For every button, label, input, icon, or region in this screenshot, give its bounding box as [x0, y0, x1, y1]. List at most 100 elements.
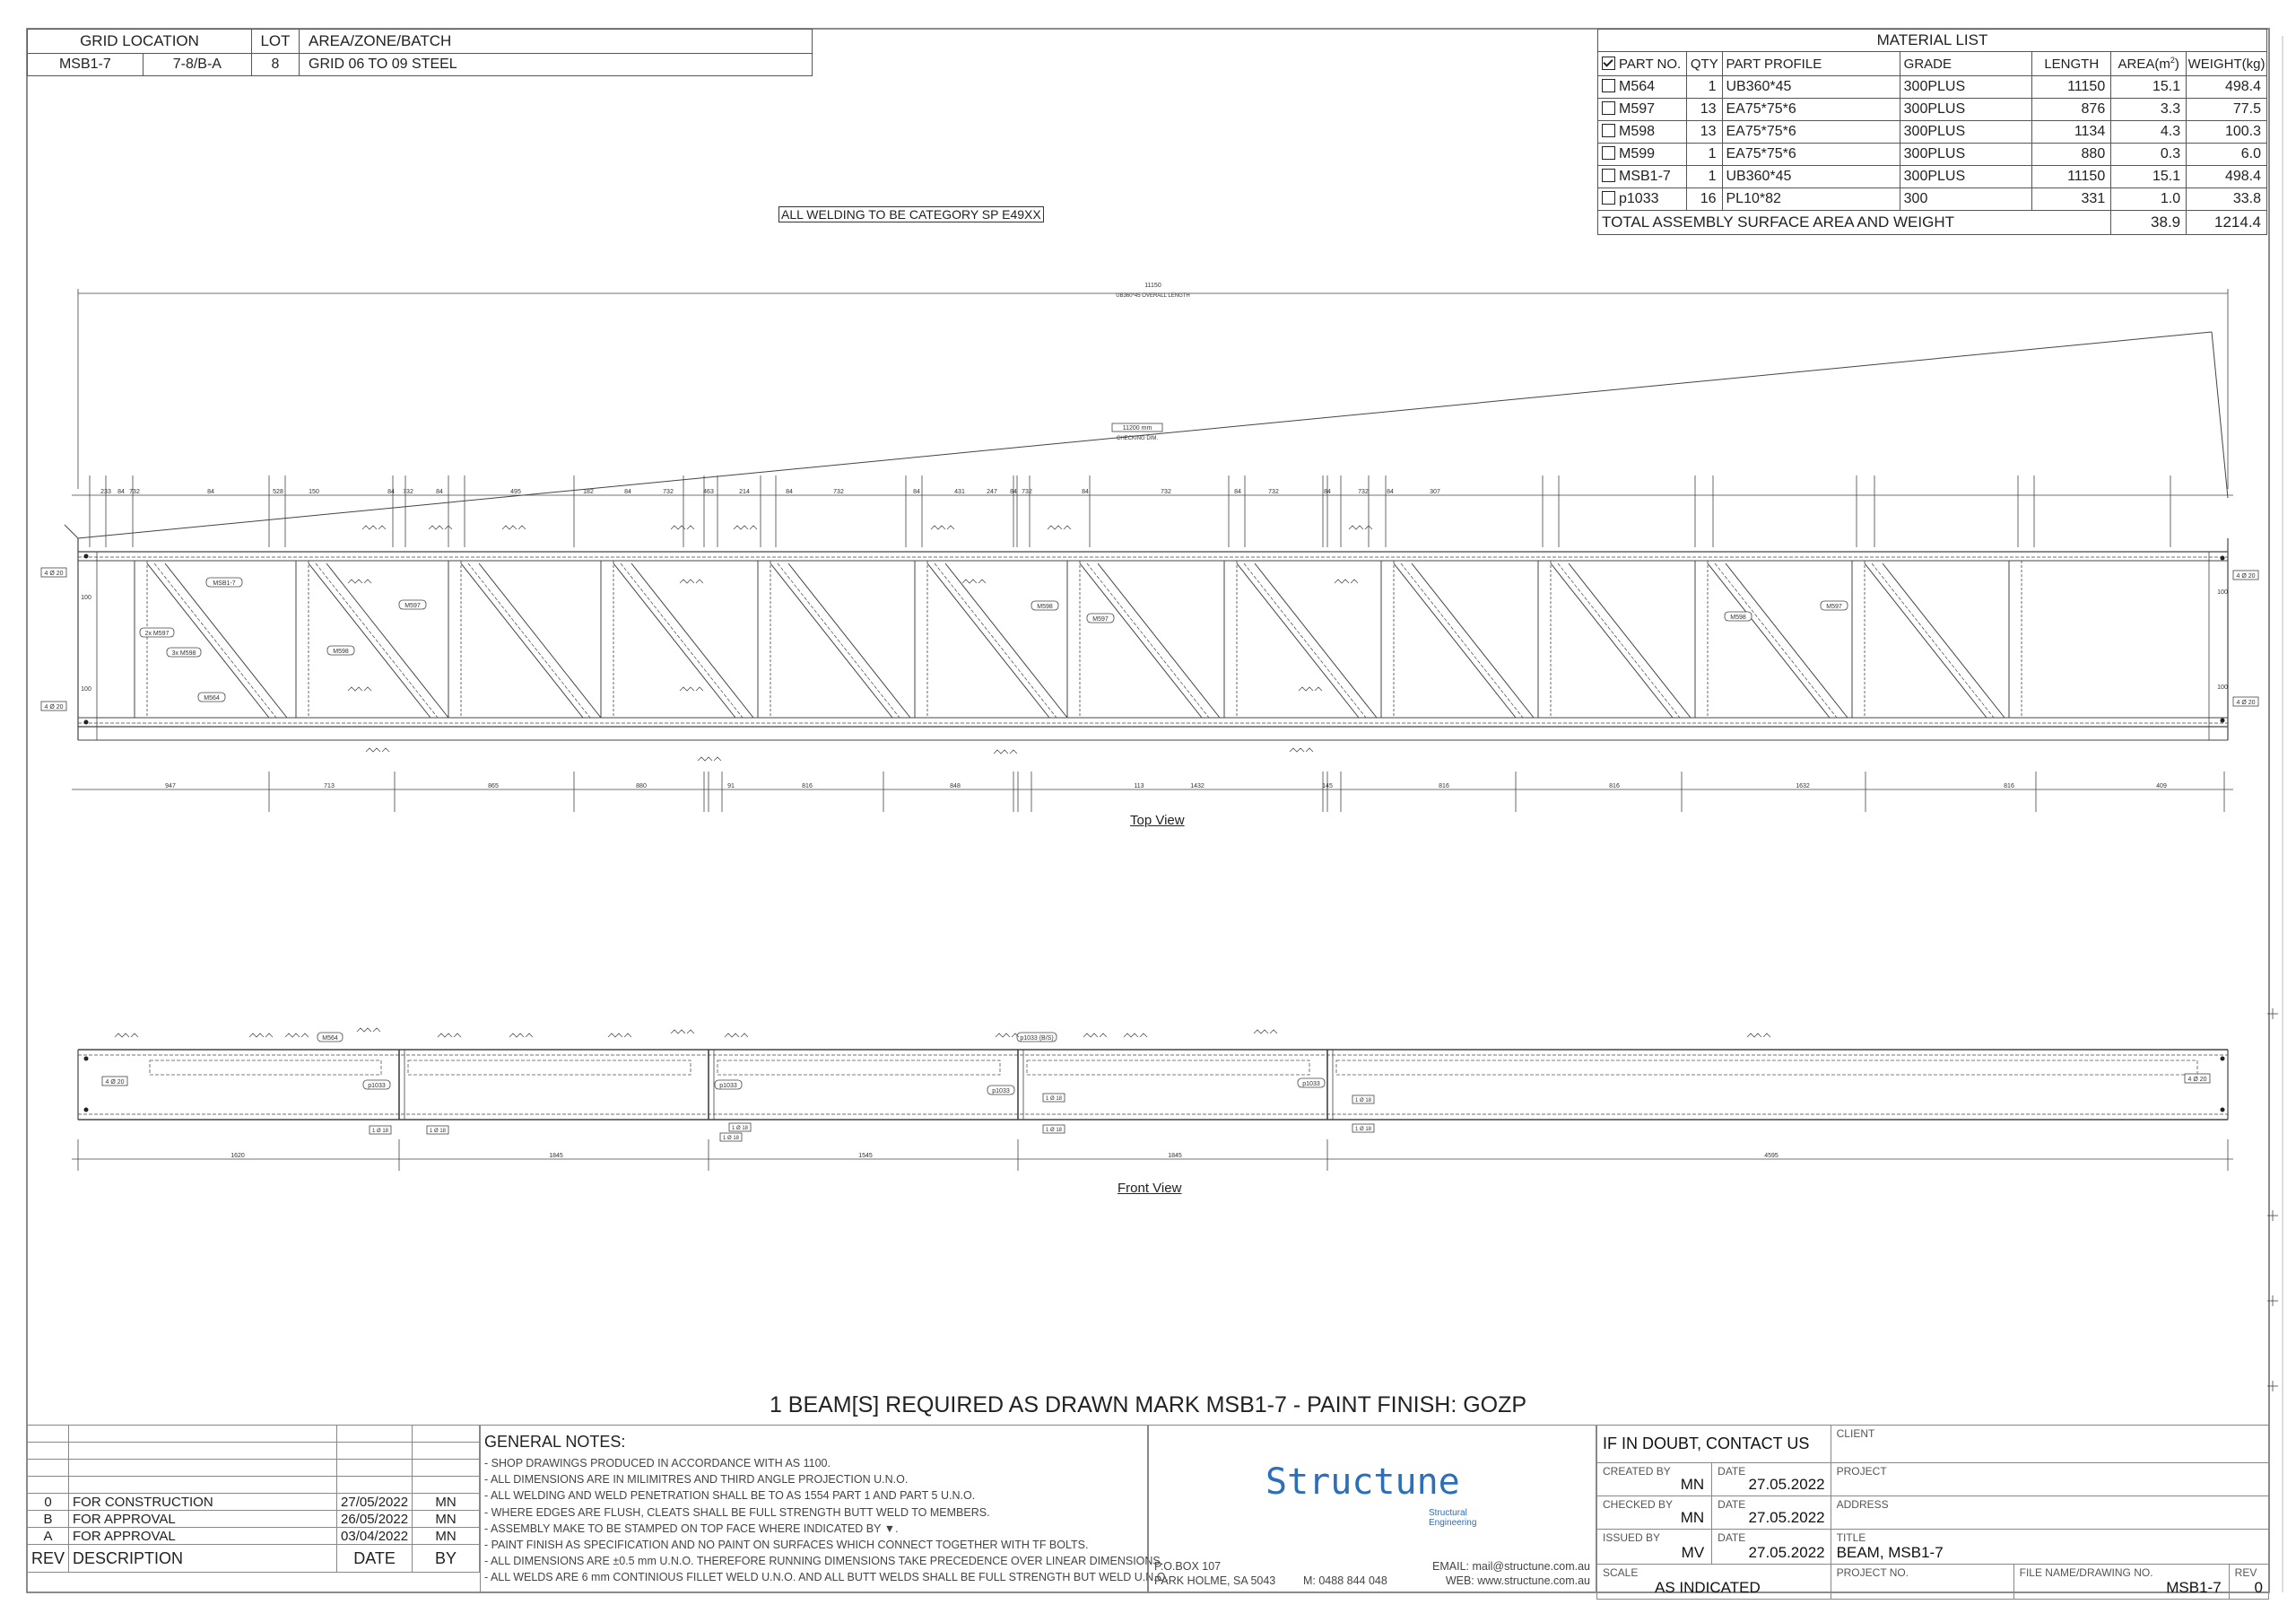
- weld-symbol: [509, 1033, 534, 1038]
- total-area: 38.9: [2110, 210, 2187, 235]
- front-bracing-hidden: [1026, 1060, 1310, 1076]
- front-view-label: Front View: [1118, 1181, 1182, 1196]
- material-list-title: MATERIAL LIST: [1597, 29, 2267, 52]
- weld-symbol: [724, 1033, 749, 1038]
- top-dimension: 84: [117, 489, 125, 495]
- end-hole-marker: [83, 1107, 89, 1112]
- col-grade: GRADE: [1899, 51, 2033, 76]
- select-all-checkbox[interactable]: [1602, 56, 1615, 70]
- bracing-diagonal: [787, 562, 911, 719]
- top-dimension: 84: [786, 489, 793, 495]
- top-dimension: 307: [1430, 489, 1440, 495]
- bracing-diagonal: [326, 562, 449, 719]
- note-line: - WHERE EDGES ARE FLUSH, CLEATS SHALL BE…: [484, 1505, 990, 1519]
- revision-date: 03/04/2022: [336, 1527, 413, 1545]
- row-checkbox[interactable]: [1602, 124, 1615, 137]
- note-line: - SHOP DRAWINGS PRODUCED IN ACCORDANCE W…: [484, 1457, 831, 1469]
- top-dimension: 84: [207, 489, 214, 495]
- material-cell-weight: 498.4: [2186, 165, 2267, 188]
- bracing-diagonal: [478, 562, 602, 719]
- material-cell-grade: 300PLUS: [1899, 98, 2033, 121]
- top-dimension: 84: [1234, 489, 1241, 495]
- material-cell-length: 880: [2031, 143, 2112, 166]
- part-tag-m598: M598: [1730, 615, 1746, 621]
- area-header: AREA/ZONE/BATCH: [299, 29, 813, 54]
- bracing-diagonal-hidden: [1086, 562, 1210, 719]
- company-web: WEB: www.structune.com.au: [1445, 1574, 1590, 1587]
- tag-frame: [139, 627, 175, 638]
- material-cell-qty: 16: [1686, 187, 1723, 211]
- bracing-diagonal-hidden: [1243, 562, 1367, 719]
- bracing-diagonal: [1097, 562, 1221, 719]
- title-label: TITLE: [1836, 1531, 1866, 1544]
- grid-location-1: MSB1-7: [27, 53, 144, 76]
- revision-desc: FOR APPROVAL: [68, 1510, 338, 1528]
- material-cell-part: M564: [1596, 75, 1688, 99]
- revision-desc: FOR APPROVAL: [68, 1527, 338, 1545]
- row-checkbox[interactable]: [1602, 101, 1615, 115]
- small-bolt-frame: [1352, 1094, 1375, 1104]
- checking-dim-value: 11200 mm: [1123, 425, 1152, 432]
- front-dimension: 4595: [1764, 1153, 1779, 1159]
- top-dimension: 732: [1161, 489, 1171, 495]
- bracing-diagonal-hidden: [777, 562, 900, 719]
- project-label: PROJECT: [1836, 1465, 1887, 1478]
- rev-label: REV: [2234, 1566, 2257, 1579]
- bottom-dimension: 409: [2156, 783, 2167, 789]
- bracing-diagonal: [308, 562, 431, 719]
- front-bracing-hidden: [717, 1060, 1001, 1076]
- bottom-dimension: 816: [1609, 783, 1620, 789]
- row-checkbox[interactable]: [1602, 169, 1615, 182]
- project-no-label: PROJECT NO.: [1836, 1566, 1909, 1579]
- bottom-dimension: 816: [802, 783, 813, 789]
- lot-value: 8: [251, 53, 300, 76]
- checked-by-label: CHECKED BY: [1603, 1498, 1674, 1511]
- checking-diagonal: [2211, 331, 2229, 499]
- weld-symbol: [670, 525, 695, 530]
- part-tag-3x-m598: 3x M598: [172, 650, 196, 657]
- small-bolt-frame: [728, 1122, 752, 1132]
- row-checkbox[interactable]: [1602, 191, 1615, 205]
- weld-note: ALL WELDING TO BE CATEGORY SP E49XX: [778, 206, 1044, 222]
- general-notes: GENERAL NOTES: - SHOP DRAWINGS PRODUCED …: [480, 1425, 1169, 1592]
- front-bolt-tag-right: 4 Ø 20: [2187, 1077, 2206, 1083]
- small-bolt-frame: [1352, 1123, 1375, 1133]
- weld-symbol: [284, 1033, 309, 1038]
- bottom-dimension: 113: [1134, 783, 1144, 789]
- part-tag-m597: M598: [1037, 604, 1053, 610]
- issued-date: 27.05.2022: [1748, 1544, 1825, 1561]
- bracing-diagonal-hidden: [153, 562, 277, 719]
- material-cell-length: 11150: [2031, 165, 2112, 188]
- material-cell-profile: EA75*75*6: [1721, 98, 1900, 121]
- bracing-diagonal-hidden: [315, 562, 439, 719]
- material-cell-length: 11150: [2031, 75, 2112, 99]
- material-cell-profile: UB360*45: [1721, 75, 1900, 99]
- weld-symbol: [428, 525, 453, 530]
- company-email: EMAIL: mail@structune.com.au: [1432, 1560, 1590, 1573]
- revision-date: 27/05/2022: [336, 1493, 413, 1511]
- part-tag-m597: M597: [1826, 604, 1842, 610]
- top-dimension: 150: [309, 489, 319, 495]
- front-bolt-tag-left: 4 Ø 20: [105, 1079, 124, 1086]
- small-bolt-tag: 1 Ø 18: [1046, 1096, 1063, 1102]
- material-cell-weight: 100.3: [2186, 120, 2267, 144]
- front-dimension: 1845: [549, 1153, 563, 1159]
- row-checkbox[interactable]: [1602, 146, 1615, 160]
- side-dimension: 100: [2217, 589, 2228, 596]
- weld-symbol: [114, 1033, 139, 1038]
- bracing-diagonal: [1864, 562, 1987, 719]
- tag-frame: [1086, 613, 1115, 624]
- weld-symbol: [248, 1033, 274, 1038]
- row-checkbox[interactable]: [1602, 79, 1615, 92]
- part-tag-2x-m597: 2x M597: [145, 631, 170, 637]
- total-weight: 1214.4: [2186, 210, 2267, 235]
- weld-symbol: [347, 686, 372, 692]
- company-suburb: PARK HOLME, SA 5043: [1154, 1574, 1276, 1587]
- small-bolt-tag: 1 Ø 18: [1046, 1128, 1063, 1133]
